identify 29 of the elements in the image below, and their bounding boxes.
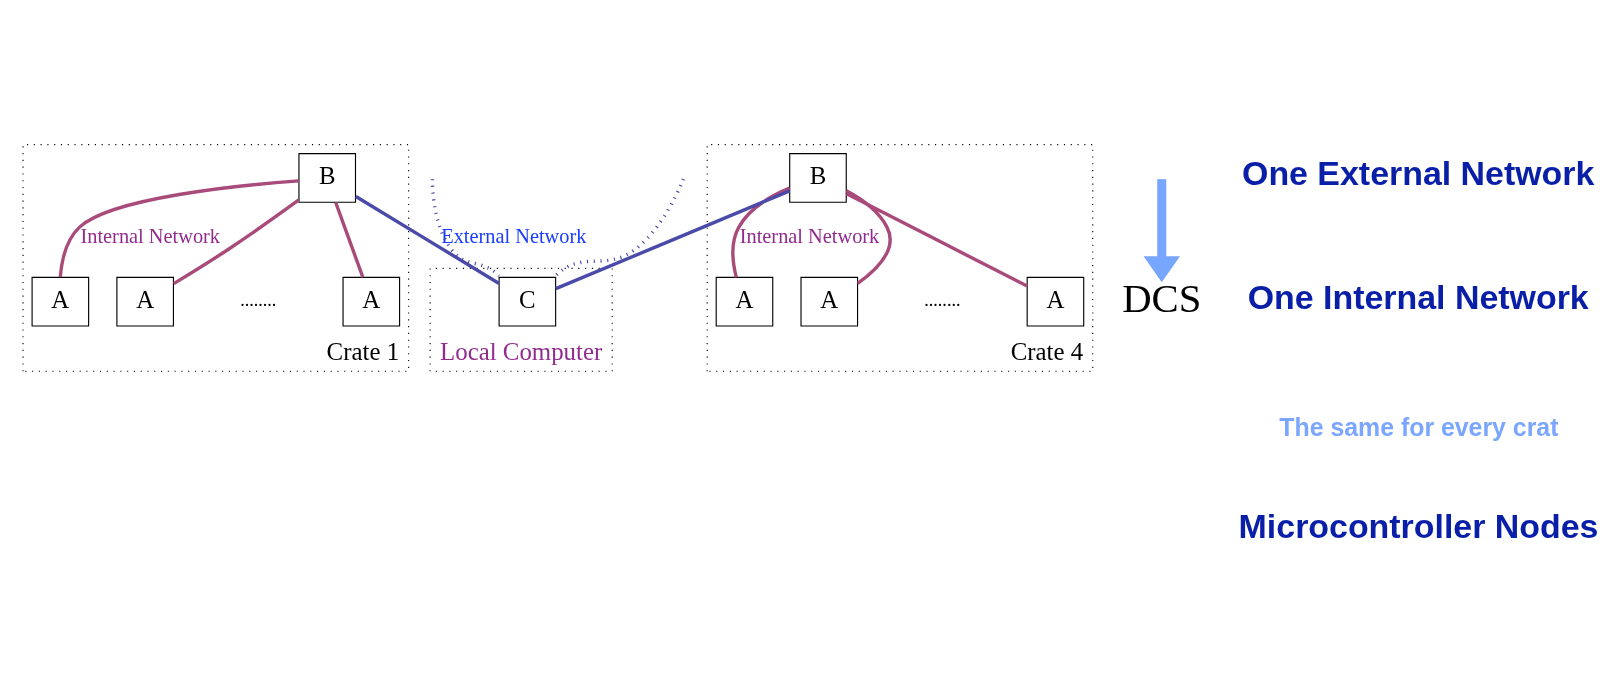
connector: [58, 179, 299, 278]
connector: [555, 189, 791, 291]
node-box: A: [800, 276, 859, 327]
connector: [731, 186, 791, 278]
label: ........: [924, 290, 961, 311]
label: One External Network: [1242, 154, 1595, 193]
node-box: A: [31, 276, 90, 327]
node-box: A: [1026, 276, 1085, 327]
label: The same for every crat: [1279, 412, 1559, 441]
node-box: C: [498, 276, 557, 327]
edge-label: External Network: [441, 225, 587, 248]
label: ........: [240, 290, 277, 311]
connector: [845, 189, 892, 285]
connector: [845, 192, 1028, 288]
node-box: B: [298, 153, 357, 203]
node-box: B: [789, 153, 847, 203]
connector: [554, 178, 685, 278]
node-box: A: [342, 276, 401, 327]
node-box: A: [116, 276, 174, 327]
connector: [172, 198, 300, 286]
node-text: DCS: [1122, 275, 1202, 321]
edge-label: Internal Network: [739, 225, 880, 248]
label: Microcontroller Nodes: [1238, 506, 1599, 545]
label: One Internal Network: [1247, 278, 1589, 317]
connector: [334, 201, 365, 278]
connector: [355, 195, 500, 285]
edge-label: Internal Network: [80, 225, 221, 248]
node-box: A: [715, 276, 774, 327]
arrow: [1143, 179, 1180, 283]
